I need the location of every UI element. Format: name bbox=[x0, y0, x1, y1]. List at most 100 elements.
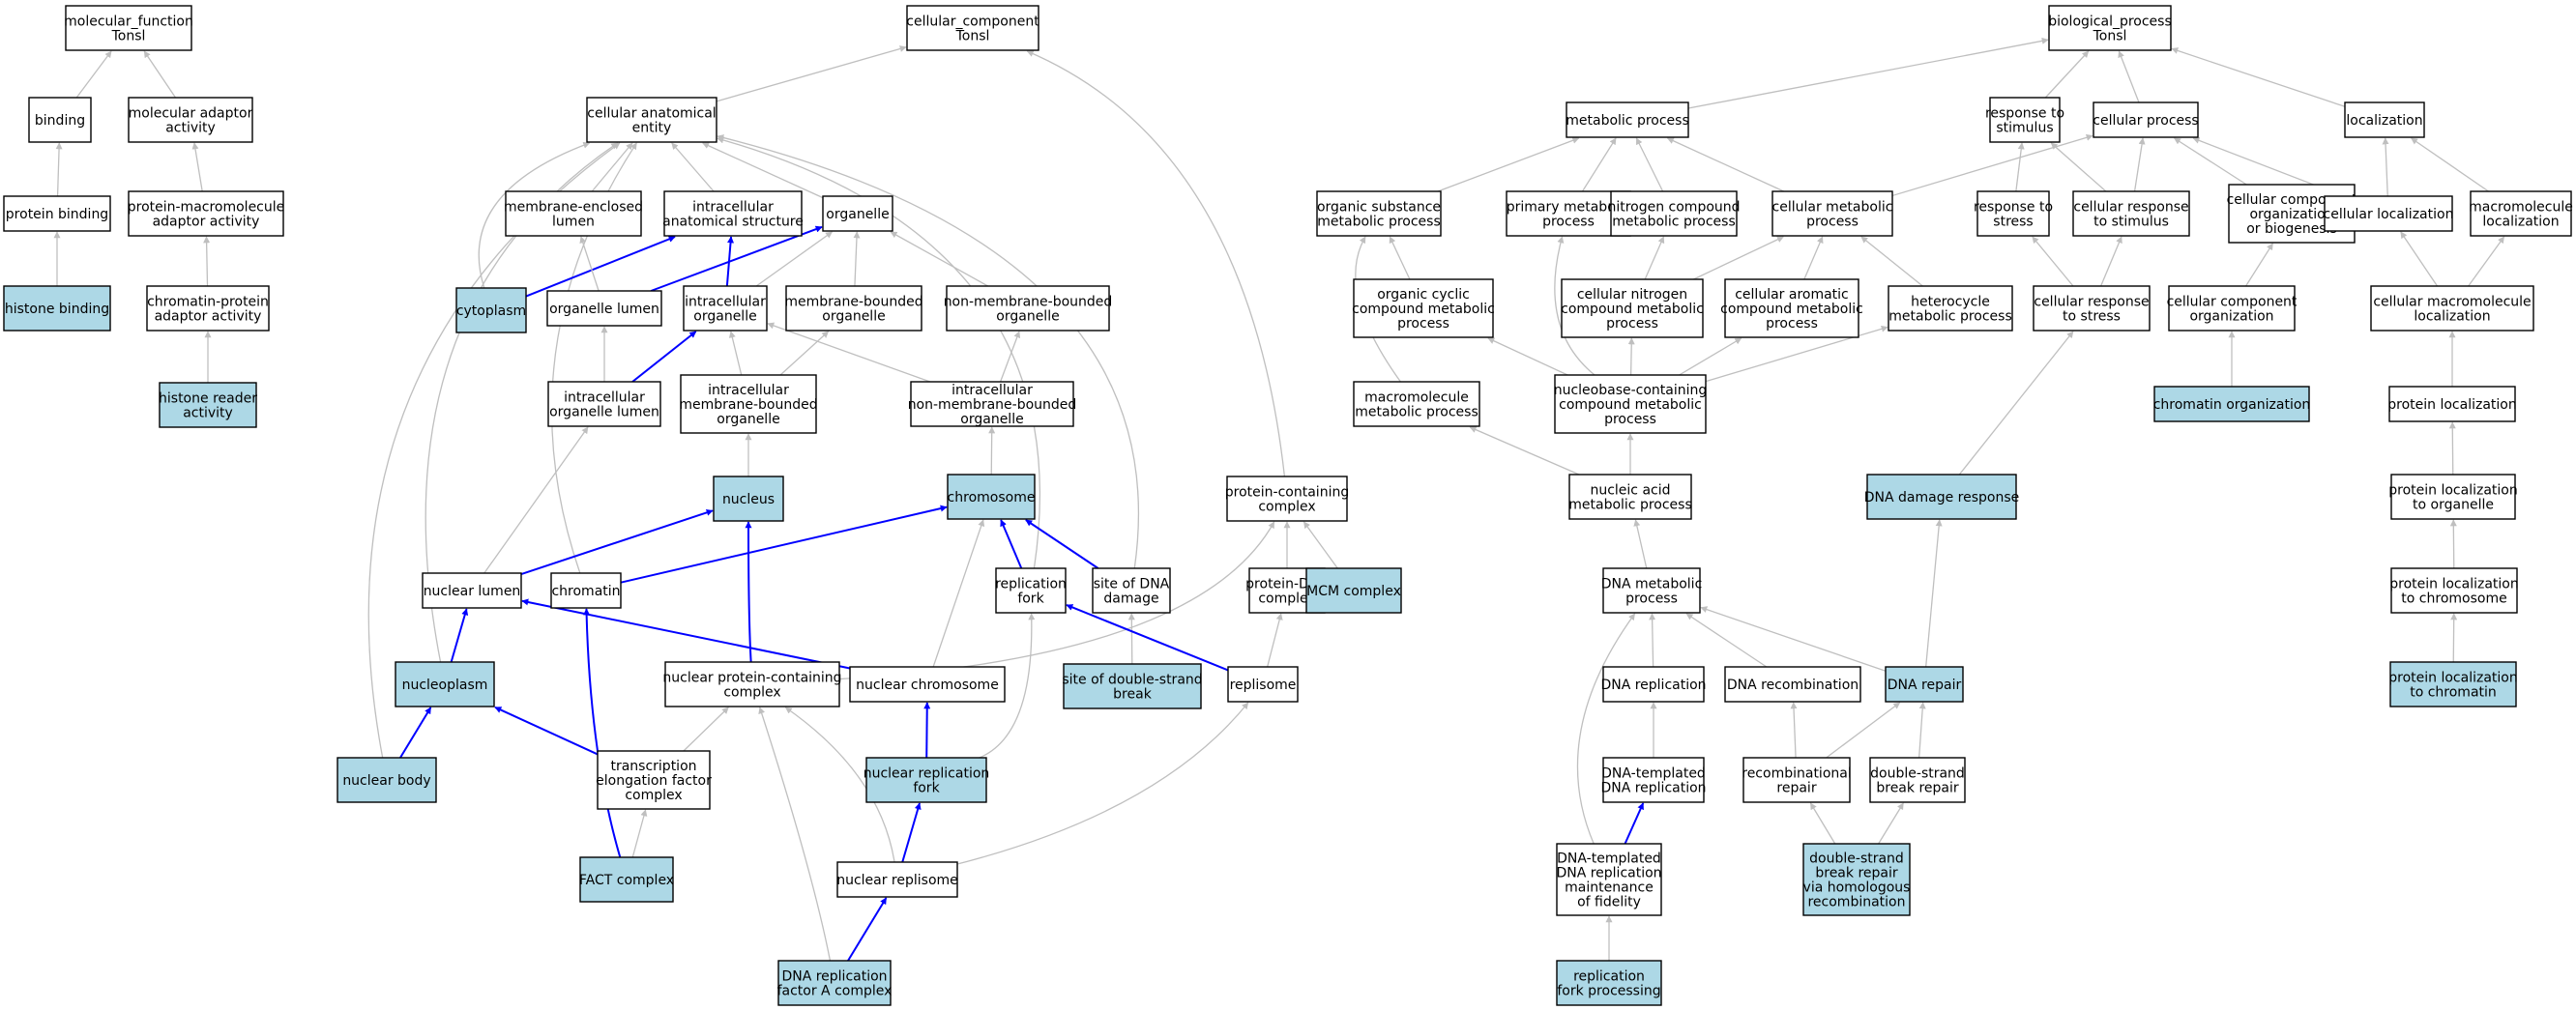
node-ddr[interactable]: DNA damage response bbox=[1864, 474, 2020, 520]
node-dnarep[interactable]: DNA replication bbox=[1600, 666, 1707, 703]
node-label: membrane-bounded bbox=[679, 397, 817, 413]
node-label: DNA-templated bbox=[1557, 851, 1661, 867]
node-box bbox=[1506, 190, 1631, 237]
node-nuc_chrom[interactable]: nuclear chromosome bbox=[849, 666, 1006, 703]
node-label: compound metabolic bbox=[1352, 302, 1495, 317]
node-label: molecular adaptor bbox=[129, 106, 253, 122]
node-dnarec[interactable]: DNA recombination bbox=[1724, 666, 1861, 703]
node-cellproc[interactable]: cellular process bbox=[2093, 101, 2199, 138]
node-nucleoplasm[interactable]: nucleoplasm bbox=[395, 661, 495, 707]
node-cellloc[interactable]: cellular localization bbox=[2324, 195, 2454, 232]
node-fact[interactable]: FACT complex bbox=[579, 856, 674, 903]
node-ic_nmbo[interactable]: intracellularnon-membrane-boundedorganel… bbox=[908, 381, 1077, 427]
node-box bbox=[1556, 960, 1662, 1006]
edge-crts-to-cellproc bbox=[2133, 137, 2146, 192]
node-org_lumen[interactable]: organelle lumen bbox=[546, 290, 662, 327]
node-binding[interactable]: binding bbox=[28, 97, 92, 143]
node-histone_binding[interactable]: histone binding bbox=[3, 285, 111, 332]
node-nuc_lumen[interactable]: nuclear lumen bbox=[422, 572, 522, 609]
node-nuc_replisome[interactable]: nuclear replisome bbox=[836, 861, 958, 898]
node-label: compound metabolic bbox=[1720, 302, 1863, 317]
node-box bbox=[1305, 567, 1402, 614]
node-dnarepair[interactable]: DNA repair bbox=[1885, 666, 1964, 703]
node-replisome[interactable]: replisome bbox=[1227, 666, 1299, 703]
node-nucleus[interactable]: nucleus bbox=[713, 476, 784, 522]
node-protloc[interactable]: protein localization bbox=[2387, 386, 2517, 422]
node-label: repair bbox=[1776, 781, 1816, 796]
node-box bbox=[1602, 666, 1705, 703]
node-protein_binding[interactable]: protein binding bbox=[3, 195, 111, 232]
edge-dnamp-to-namp bbox=[1633, 519, 1648, 569]
edge-ccob-to-cellproc bbox=[2173, 137, 2247, 186]
node-label: process bbox=[1542, 215, 1595, 230]
node-label: protein-containing bbox=[1225, 485, 1349, 501]
node-organelle[interactable]: organelle bbox=[822, 195, 893, 232]
node-nuc_body[interactable]: nuclear body bbox=[337, 757, 437, 803]
node-label: intracellular bbox=[685, 295, 766, 310]
node-mcm[interactable]: MCM complex bbox=[1305, 567, 1402, 614]
node-box bbox=[422, 572, 522, 609]
node-cytoplasm[interactable]: cytoplasm bbox=[455, 287, 527, 333]
node-label: metabolic process bbox=[1566, 113, 1689, 129]
node-metab[interactable]: metabolic process bbox=[1566, 101, 1689, 138]
edge-tefc-to-npcc bbox=[683, 707, 729, 752]
node-chromorg[interactable]: chromatin organization bbox=[2153, 386, 2311, 422]
node-chromatin[interactable]: chromatin bbox=[550, 572, 622, 609]
node-label: cellular process bbox=[2093, 113, 2198, 129]
node-chromosome[interactable]: chromosome bbox=[947, 474, 1036, 520]
node-box bbox=[146, 285, 270, 332]
node-localization[interactable]: localization bbox=[2344, 101, 2425, 138]
